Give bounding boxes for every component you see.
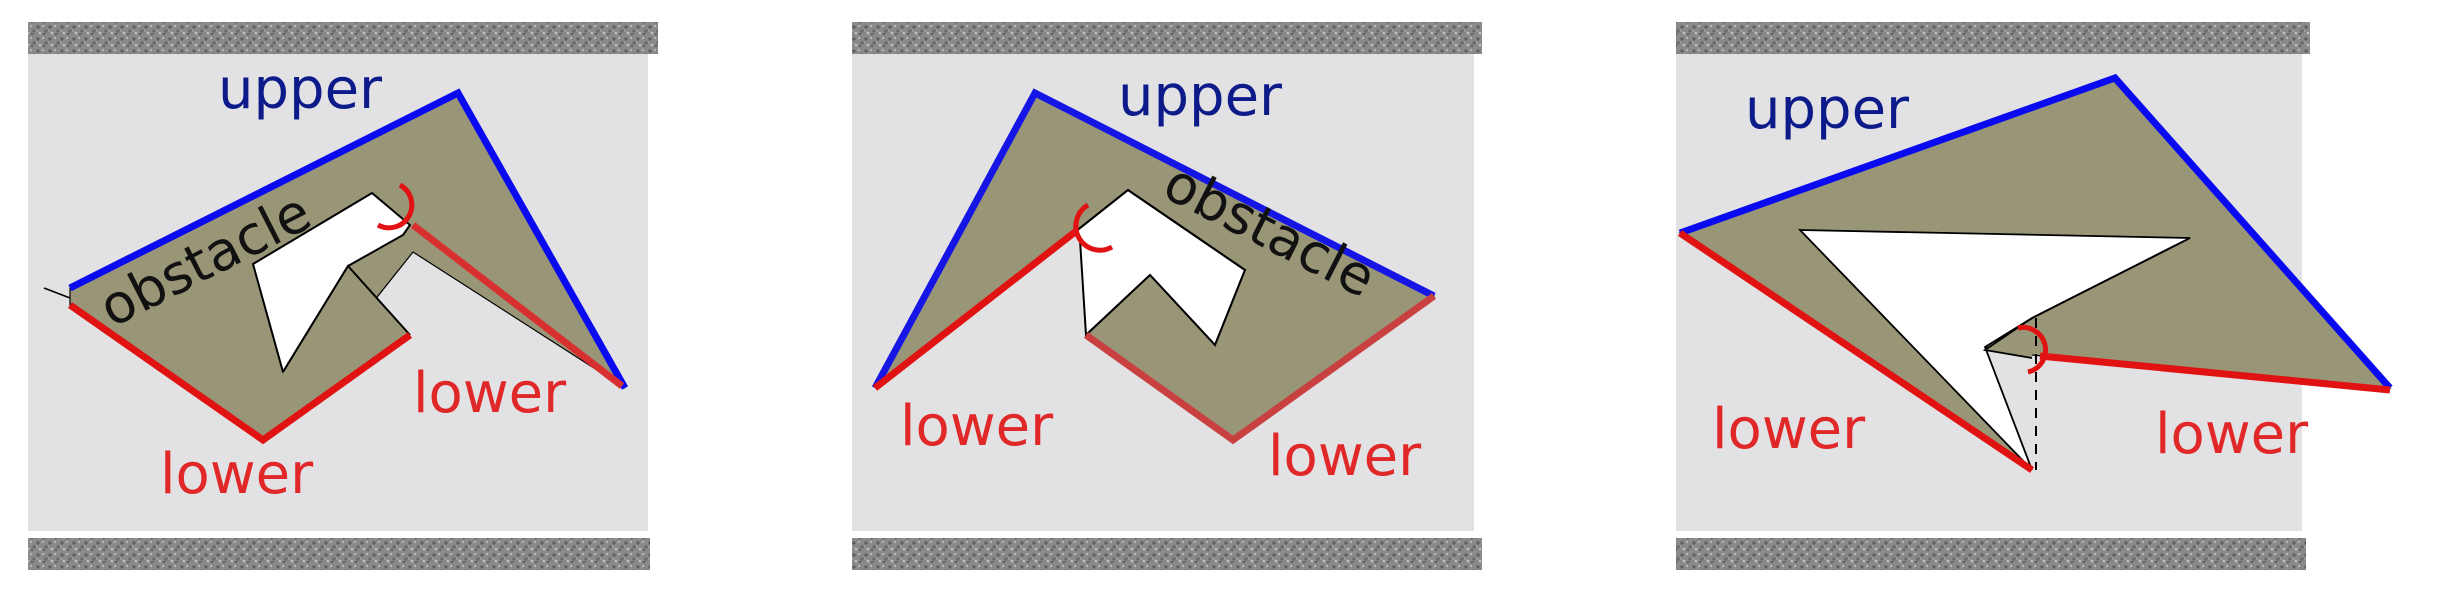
- panel-3-lower-label-right: lower: [2155, 402, 2309, 467]
- panel-1-upper-label: upper: [218, 57, 383, 122]
- panel-2-ground-top: [852, 22, 1482, 54]
- panel-1-lower-label-right: lower: [413, 361, 567, 426]
- panel-3-ground-top: [1676, 22, 2310, 54]
- panel-3-lower-boundary-right: [2039, 352, 2391, 394]
- panel-3-obstacle: [1797, 229, 2191, 471]
- panel-3-upper-boundary: [1678, 73, 2393, 391]
- panel-2-obstacle-edge: [1074, 188, 1247, 347]
- panel-2-lower-boundary-left: [872, 229, 1078, 391]
- panel-1-lower-label-left: lower: [160, 442, 314, 507]
- panel-1-lower-boundary-left: [67, 302, 413, 445]
- panel-1-free-cut: [263, 266, 410, 440]
- panel-1: upper obstacle lower lower: [28, 22, 658, 570]
- panel-2-free-cut: [1086, 270, 1434, 440]
- panel-3-upper-label: upper: [1745, 77, 1910, 142]
- panel-2-lower-label-left: lower: [900, 394, 1054, 459]
- panel-2-reflex-marker: [1073, 202, 1114, 253]
- panel-3-lower-label-left: lower: [1712, 397, 1866, 462]
- panel-3-obstacle-edge: [1982, 237, 2191, 359]
- panel-1-small-edge: [43, 287, 71, 299]
- panel-2-lower-label-right: lower: [1268, 424, 1422, 489]
- panel-1-obstacle-edge: [282, 264, 411, 373]
- panel-3-reflex-marker: [2017, 324, 2049, 375]
- panel-1-lower-boundary-right: [410, 222, 625, 389]
- panel-2-ground-bottom: [852, 538, 1482, 570]
- panel-2-upper-boundary: [871, 88, 1436, 390]
- panel-1-ground-top: [28, 22, 658, 54]
- panel-2-upper-label: upper: [1118, 64, 1283, 129]
- panel-3-ground-bottom: [1676, 538, 2306, 570]
- panel-3-lower-boundary-left: [1678, 230, 2034, 473]
- panel-2: upper obstacle lower lower: [852, 22, 1482, 570]
- panel-1-upper-boundary: [68, 88, 629, 390]
- panel-2-lower-boundary-right: [1083, 293, 1437, 445]
- panel-1-ground-bottom: [28, 538, 650, 570]
- panel-3: upper lower lower: [1676, 22, 2393, 570]
- panel-1-reflex-marker: [376, 182, 415, 231]
